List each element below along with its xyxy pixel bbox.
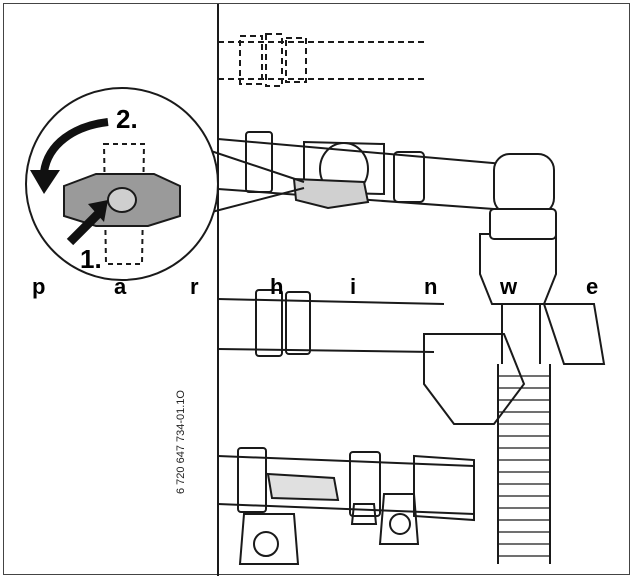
- valve-installation-diagram: [25, 4, 606, 576]
- rotation-arrow: [30, 118, 109, 194]
- middle-pipe: [217, 289, 526, 425]
- letter-w: w: [500, 274, 518, 299]
- letter-h: h: [270, 274, 284, 299]
- step-label-press: 1.: [80, 244, 102, 274]
- siphon-assembly: [479, 153, 606, 365]
- lower-pipe: [217, 447, 475, 565]
- dashed-pipe: [218, 33, 424, 87]
- letter-n: n: [424, 274, 438, 299]
- step-label-turn: 2.: [116, 104, 138, 134]
- valve-handle-upper: [292, 177, 370, 210]
- document-number: 6 720 647 734-01.1O: [175, 390, 187, 494]
- letter-i: i: [350, 274, 357, 299]
- press-arrow: [66, 200, 108, 246]
- illustration-frame: 2. 1. p a r h i n w e 6 720 647 734-01.1…: [3, 3, 630, 576]
- letter-e: e: [586, 274, 599, 299]
- letter-p: p: [32, 274, 46, 299]
- drain-hose: [497, 364, 551, 564]
- valve-handle-lower: [266, 472, 340, 502]
- letter-a: a: [114, 274, 127, 299]
- letter-r: r: [190, 274, 199, 299]
- upper-pipe: [217, 131, 505, 210]
